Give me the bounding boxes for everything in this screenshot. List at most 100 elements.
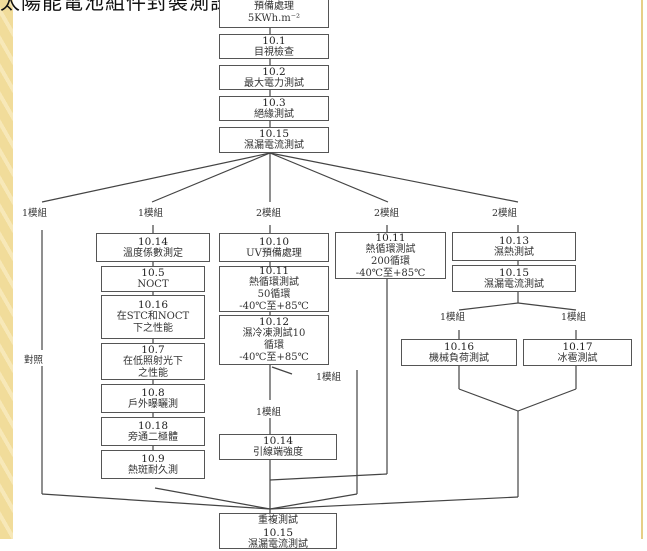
visual-inspection-box: 10.1 目視檢查 — [219, 34, 329, 59]
box-line: 冰雹測試 — [557, 352, 598, 364]
pretreatment-box: 預備處理 5KWh.m⁻² — [219, 0, 329, 28]
box-number: 10.11 — [375, 231, 406, 244]
connector — [458, 302, 519, 311]
box-line: 濕漏電流測試 — [484, 278, 544, 290]
uv-pretreatment-box: 10.10 UV預備處理 — [219, 233, 329, 262]
box-line: 在低照射光下 — [123, 355, 183, 367]
box-line: 預備處理 — [254, 0, 294, 12]
branch-label: 1模組 — [316, 372, 342, 383]
branch-label: 1模組 — [440, 312, 466, 323]
box-number: 10.11 — [258, 265, 290, 277]
stc-noct-performance-box: 10.16 在STC和NOCT 下之性能 — [101, 295, 205, 339]
connector — [517, 302, 577, 311]
branch-label: 2模組 — [374, 208, 400, 219]
wet-leakage-test-box: 10.15 濕漏電流測試 — [219, 127, 329, 153]
insulation-test-box: 10.3 絕緣測試 — [219, 96, 329, 121]
connector — [269, 152, 519, 203]
slide-title: 太陽能電池組件封裝測試項目 — [0, 0, 273, 14]
wet-leakage-col5-box: 10.15 濕漏電流測試 — [452, 265, 576, 292]
decorative-stripe-right — [641, 0, 643, 539]
connector — [151, 152, 271, 203]
box-line: 濕漏電流測試 — [248, 539, 308, 550]
box-line: 重複測試 — [258, 515, 298, 526]
box-line: -40℃至+85℃ — [355, 267, 426, 279]
bypass-diode-box: 10.18 旁通二極體 — [101, 417, 205, 446]
box-number: 10.13 — [498, 234, 530, 247]
box-number: 10.16 — [137, 299, 169, 311]
box-line: 熱循環測試 — [365, 243, 416, 255]
box-number: 10.2 — [262, 65, 286, 78]
low-irradiance-box: 10.7 在低照射光下 之性能 — [101, 343, 205, 380]
noct-box: 10.5 NOCT — [101, 266, 205, 292]
mechanical-load-box: 10.16 機械負荷測試 — [401, 339, 517, 366]
box-number: 10.18 — [137, 419, 169, 432]
box-number: 10.14 — [262, 435, 294, 447]
box-line: 戶外曝曬測 — [128, 398, 178, 410]
hail-test-box: 10.17 冰雹測試 — [523, 339, 632, 366]
box-number: 10.3 — [262, 96, 286, 109]
decorative-stripe-left — [0, 0, 13, 539]
branch-label: 1模組 — [22, 208, 48, 219]
box-line: -40℃至+85℃ — [239, 301, 309, 312]
connector — [41, 493, 271, 510]
box-line: 引線端強度 — [253, 447, 303, 458]
box-line: 循環 — [264, 340, 284, 351]
box-line: 熱斑耐久測 — [128, 464, 178, 476]
termination-robustness-box: 10.14 引線端強度 — [219, 434, 337, 460]
box-line: 5KWh.m⁻² — [247, 12, 301, 24]
box-line: 濕熱測試 — [494, 246, 534, 258]
box-line: 目視檢查 — [254, 46, 294, 58]
branch-label: 1模組 — [138, 208, 164, 219]
box-line: 濕漏電流測試 — [244, 140, 304, 151]
box-number: 10.17 — [562, 340, 593, 353]
box-line: 熱循環測試 — [249, 277, 299, 288]
final-retest-box: 重複測試 10.15 濕漏電流測試 — [219, 513, 337, 550]
branch-label: 2模組 — [256, 208, 282, 219]
connector — [41, 152, 271, 203]
box-number: 10.16 — [443, 340, 475, 353]
connector — [269, 152, 389, 203]
connector — [269, 496, 519, 510]
connector — [271, 366, 293, 375]
box-line: 旁通二極體 — [128, 431, 178, 443]
thermal-cycle-50-box: 10.11 熱循環測試 50循環 -40℃至+85℃ — [219, 265, 329, 312]
box-line: 50循環 — [257, 289, 291, 300]
box-number: 10.7 — [141, 343, 165, 356]
box-line: 絕緣測試 — [254, 108, 294, 120]
box-number: 10.9 — [141, 452, 165, 465]
box-line: 濕冷凍測試10 — [242, 328, 306, 339]
connector — [154, 487, 271, 510]
hot-spot-box: 10.9 熱斑耐久測 — [101, 450, 205, 479]
box-line: 機械負荷測試 — [429, 352, 489, 364]
connector — [458, 388, 519, 412]
box-line: UV預備處理 — [246, 247, 302, 259]
damp-heat-box: 10.13 濕熱測試 — [452, 232, 576, 261]
branch-label: 1模組 — [561, 312, 587, 323]
box-number: 10.8 — [141, 386, 165, 399]
box-number: 10.15 — [258, 128, 290, 140]
connector — [269, 493, 358, 510]
connector — [517, 388, 577, 412]
control-label: 對照 — [24, 355, 44, 366]
box-line: 在STC和NOCT — [116, 311, 190, 322]
box-number: 10.5 — [141, 267, 165, 279]
box-number: 10.15 — [262, 527, 294, 539]
box-line: 200循環 — [370, 255, 411, 267]
box-line: 溫度係數測定 — [123, 247, 183, 259]
box-number: 10.10 — [258, 235, 290, 248]
box-line: 之性能 — [138, 367, 168, 379]
box-line: 最大電力測試 — [244, 77, 304, 89]
box-line: NOCT — [137, 279, 169, 290]
branch-label: 2模組 — [492, 208, 518, 219]
branch-label: 1模組 — [256, 407, 282, 418]
outdoor-exposure-box: 10.8 戶外曝曬測 — [101, 384, 205, 413]
box-number: 10.12 — [258, 316, 290, 328]
box-number: 10.14 — [137, 235, 169, 248]
max-power-test-box: 10.2 最大電力測試 — [219, 65, 329, 90]
box-number: 10.15 — [498, 266, 530, 279]
box-line: 下之性能 — [133, 323, 173, 334]
humidity-freeze-box: 10.12 濕冷凍測試10 循環 -40℃至+85℃ — [219, 315, 329, 365]
connector — [269, 473, 388, 481]
temp-coefficient-box: 10.14 溫度係數測定 — [96, 233, 210, 262]
connector-lines — [41, 28, 577, 513]
